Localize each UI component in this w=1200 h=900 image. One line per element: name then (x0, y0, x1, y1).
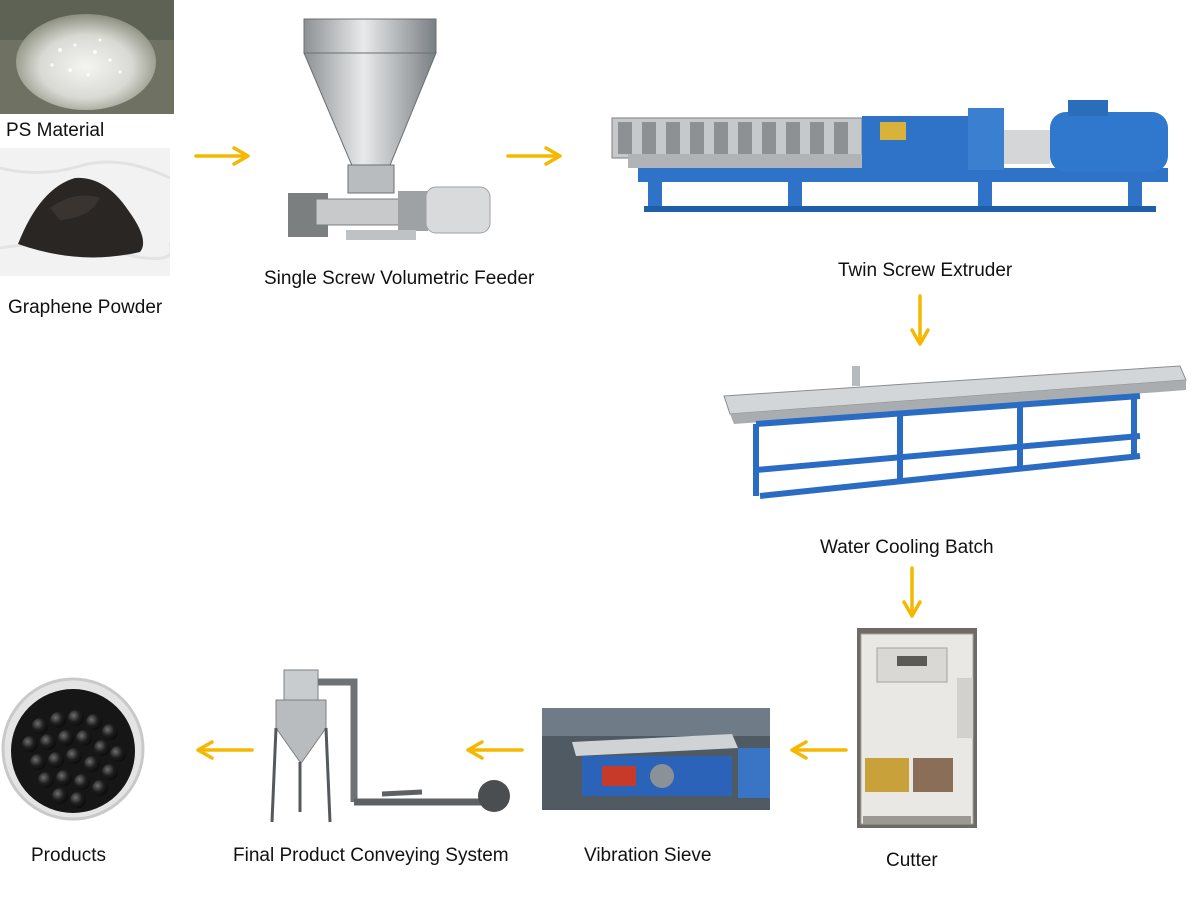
cutter-image (857, 628, 977, 828)
flow-arrow-left (192, 740, 254, 760)
ps-material-image (0, 0, 174, 114)
conveying-image (262, 662, 520, 830)
sieve-label: Vibration Sieve (584, 845, 712, 866)
ps-material-label: PS Material (6, 120, 105, 141)
graphene-powder-label: Graphene Powder (8, 297, 163, 318)
cooling-image (720, 360, 1190, 510)
flow-arrow-left (786, 740, 848, 760)
products-image (0, 676, 146, 822)
extruder-label: Twin Screw Extruder (838, 260, 1013, 281)
products-label: Products (31, 845, 106, 866)
feeder-image (286, 15, 496, 245)
flow-arrow-down (910, 294, 930, 348)
flow-arrow-right (194, 146, 252, 166)
flow-arrow-down (902, 566, 922, 620)
flow-arrow-right (506, 146, 564, 166)
graphene-powder-image (0, 148, 170, 276)
feeder-label: Single Screw Volumetric Feeder (264, 268, 535, 289)
sieve-image (542, 708, 770, 810)
extruder-image (608, 98, 1190, 220)
cutter-label: Cutter (886, 850, 938, 871)
cooling-label: Water Cooling Batch (820, 537, 994, 558)
conveying-label: Final Product Conveying System (233, 845, 509, 866)
flow-arrow-left (462, 740, 524, 760)
